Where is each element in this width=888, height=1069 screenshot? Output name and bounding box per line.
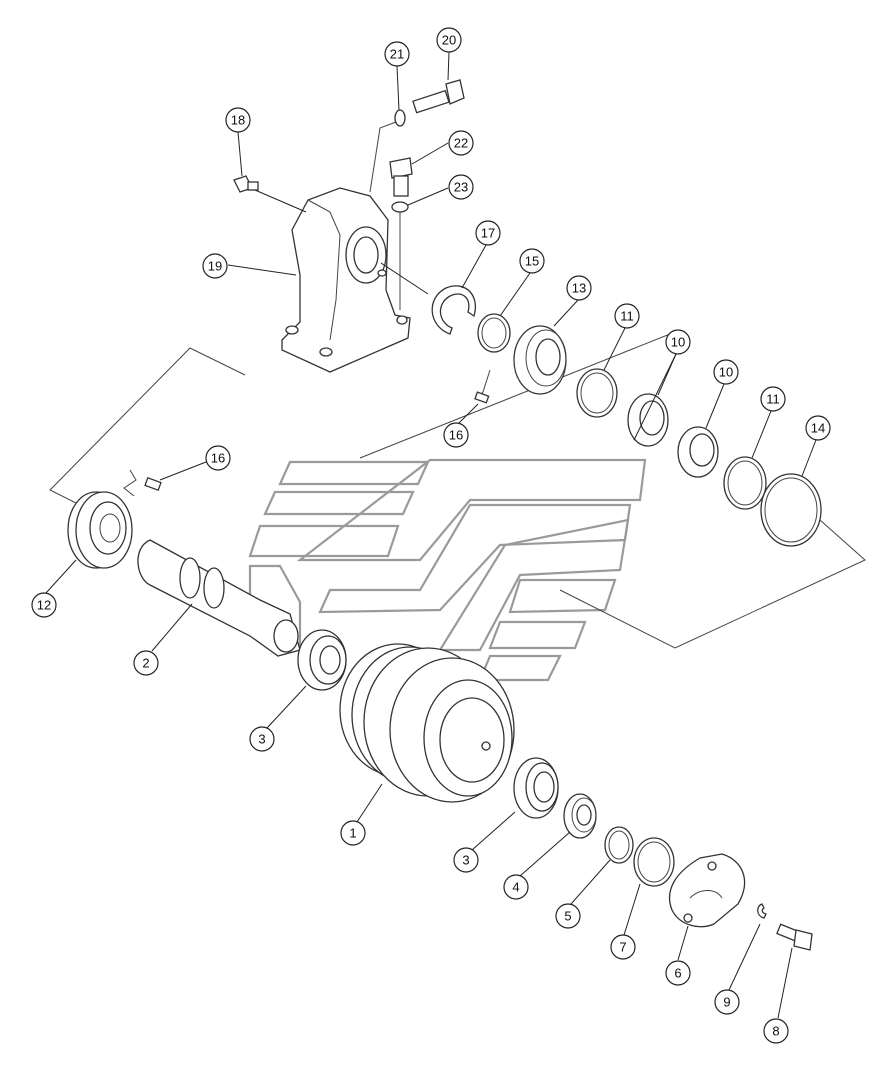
svg-text:2: 2 xyxy=(142,656,149,671)
seal-part-10-left xyxy=(627,393,669,447)
nut-part-4 xyxy=(563,793,597,839)
svg-text:23: 23 xyxy=(454,180,468,195)
callout-16-left: 16 xyxy=(205,445,231,471)
svg-text:6: 6 xyxy=(674,966,681,981)
svg-text:16: 16 xyxy=(211,451,225,466)
svg-text:3: 3 xyxy=(462,853,469,868)
roller-part-1 xyxy=(339,643,515,803)
callout-12: 12 xyxy=(31,592,57,618)
callout-3-right: 3 xyxy=(453,847,479,873)
svg-text:10: 10 xyxy=(719,365,733,380)
callout-14: 14 xyxy=(805,415,831,441)
o-ring-part-15 xyxy=(477,313,511,353)
bolt-part-20 xyxy=(412,79,465,114)
svg-text:11: 11 xyxy=(620,309,634,324)
svg-text:8: 8 xyxy=(772,1024,779,1039)
svg-text:14: 14 xyxy=(811,421,825,436)
svg-text:7: 7 xyxy=(619,940,626,955)
pin-part-16-left xyxy=(144,477,162,491)
callout-15: 15 xyxy=(519,248,545,274)
callout-10-left: 10 xyxy=(665,329,691,355)
svg-text:4: 4 xyxy=(512,880,519,895)
snap-ring-part-17 xyxy=(431,285,476,335)
o-ring-part-5 xyxy=(604,826,634,864)
callout-11-upper: 11 xyxy=(614,303,640,329)
o-ring-part-11-upper xyxy=(576,368,618,418)
svg-text:11: 11 xyxy=(766,392,780,407)
callout-9: 9 xyxy=(714,989,740,1015)
washer-part-9 xyxy=(757,903,767,919)
svg-text:12: 12 xyxy=(37,598,51,613)
callout-17: 17 xyxy=(475,220,501,246)
callout-5: 5 xyxy=(555,903,581,929)
o-ring-part-7 xyxy=(633,837,675,887)
svg-text:5: 5 xyxy=(564,909,571,924)
seal-part-10-right xyxy=(677,426,719,478)
callout-18: 18 xyxy=(225,107,251,133)
leader-lines xyxy=(45,51,817,1019)
svg-text:15: 15 xyxy=(525,254,539,269)
bearing-part-3-left xyxy=(297,629,347,691)
svg-text:22: 22 xyxy=(454,136,468,151)
bolt-part-18 xyxy=(233,175,259,193)
svg-text:19: 19 xyxy=(208,259,222,274)
svg-text:3: 3 xyxy=(258,732,265,747)
callout-22: 22 xyxy=(448,130,474,156)
svg-text:13: 13 xyxy=(572,281,586,296)
bracket-housing-part xyxy=(281,187,411,373)
washer-part-23 xyxy=(391,201,409,213)
svg-text:20: 20 xyxy=(442,33,456,48)
svg-text:21: 21 xyxy=(390,47,404,62)
svg-text:17: 17 xyxy=(481,226,495,241)
callout-1: 1 xyxy=(340,820,366,846)
callout-2: 2 xyxy=(133,650,159,676)
bearing-part-3-right xyxy=(513,757,559,819)
callout-4: 4 xyxy=(503,874,529,900)
callout-21: 21 xyxy=(384,41,410,67)
bolt-part-8 xyxy=(776,923,813,951)
shaft-part-2 xyxy=(137,539,301,657)
o-ring-part-14 xyxy=(760,473,822,547)
o-ring-part-11-lower xyxy=(723,456,767,510)
callout-23: 23 xyxy=(448,174,474,200)
callout-11-lower: 11 xyxy=(760,386,786,412)
callout-8: 8 xyxy=(763,1018,789,1044)
callout-10-right: 10 xyxy=(713,359,739,385)
washer-part-21 xyxy=(394,109,406,127)
callout-7: 7 xyxy=(610,934,636,960)
callout-16-upper: 16 xyxy=(443,422,469,448)
callout-list: 20 21 22 23 18 19 17 15 13 11 10 10 11 1… xyxy=(31,27,831,1044)
callout-13: 13 xyxy=(566,275,592,301)
cover-part-6 xyxy=(668,853,746,928)
callout-19: 19 xyxy=(202,253,228,279)
svg-text:10: 10 xyxy=(671,335,685,350)
collar-part-12 xyxy=(67,491,133,569)
pin-part-16-upper xyxy=(474,391,490,404)
callout-6: 6 xyxy=(665,960,691,986)
svg-text:16: 16 xyxy=(449,428,463,443)
svg-text:9: 9 xyxy=(723,995,730,1010)
bearing-part-13 xyxy=(513,325,567,395)
bolt-part-22 xyxy=(389,157,413,197)
svg-text:1: 1 xyxy=(349,826,356,841)
svg-text:18: 18 xyxy=(231,113,245,128)
callout-20: 20 xyxy=(436,27,462,53)
callout-3-left: 3 xyxy=(249,726,275,752)
